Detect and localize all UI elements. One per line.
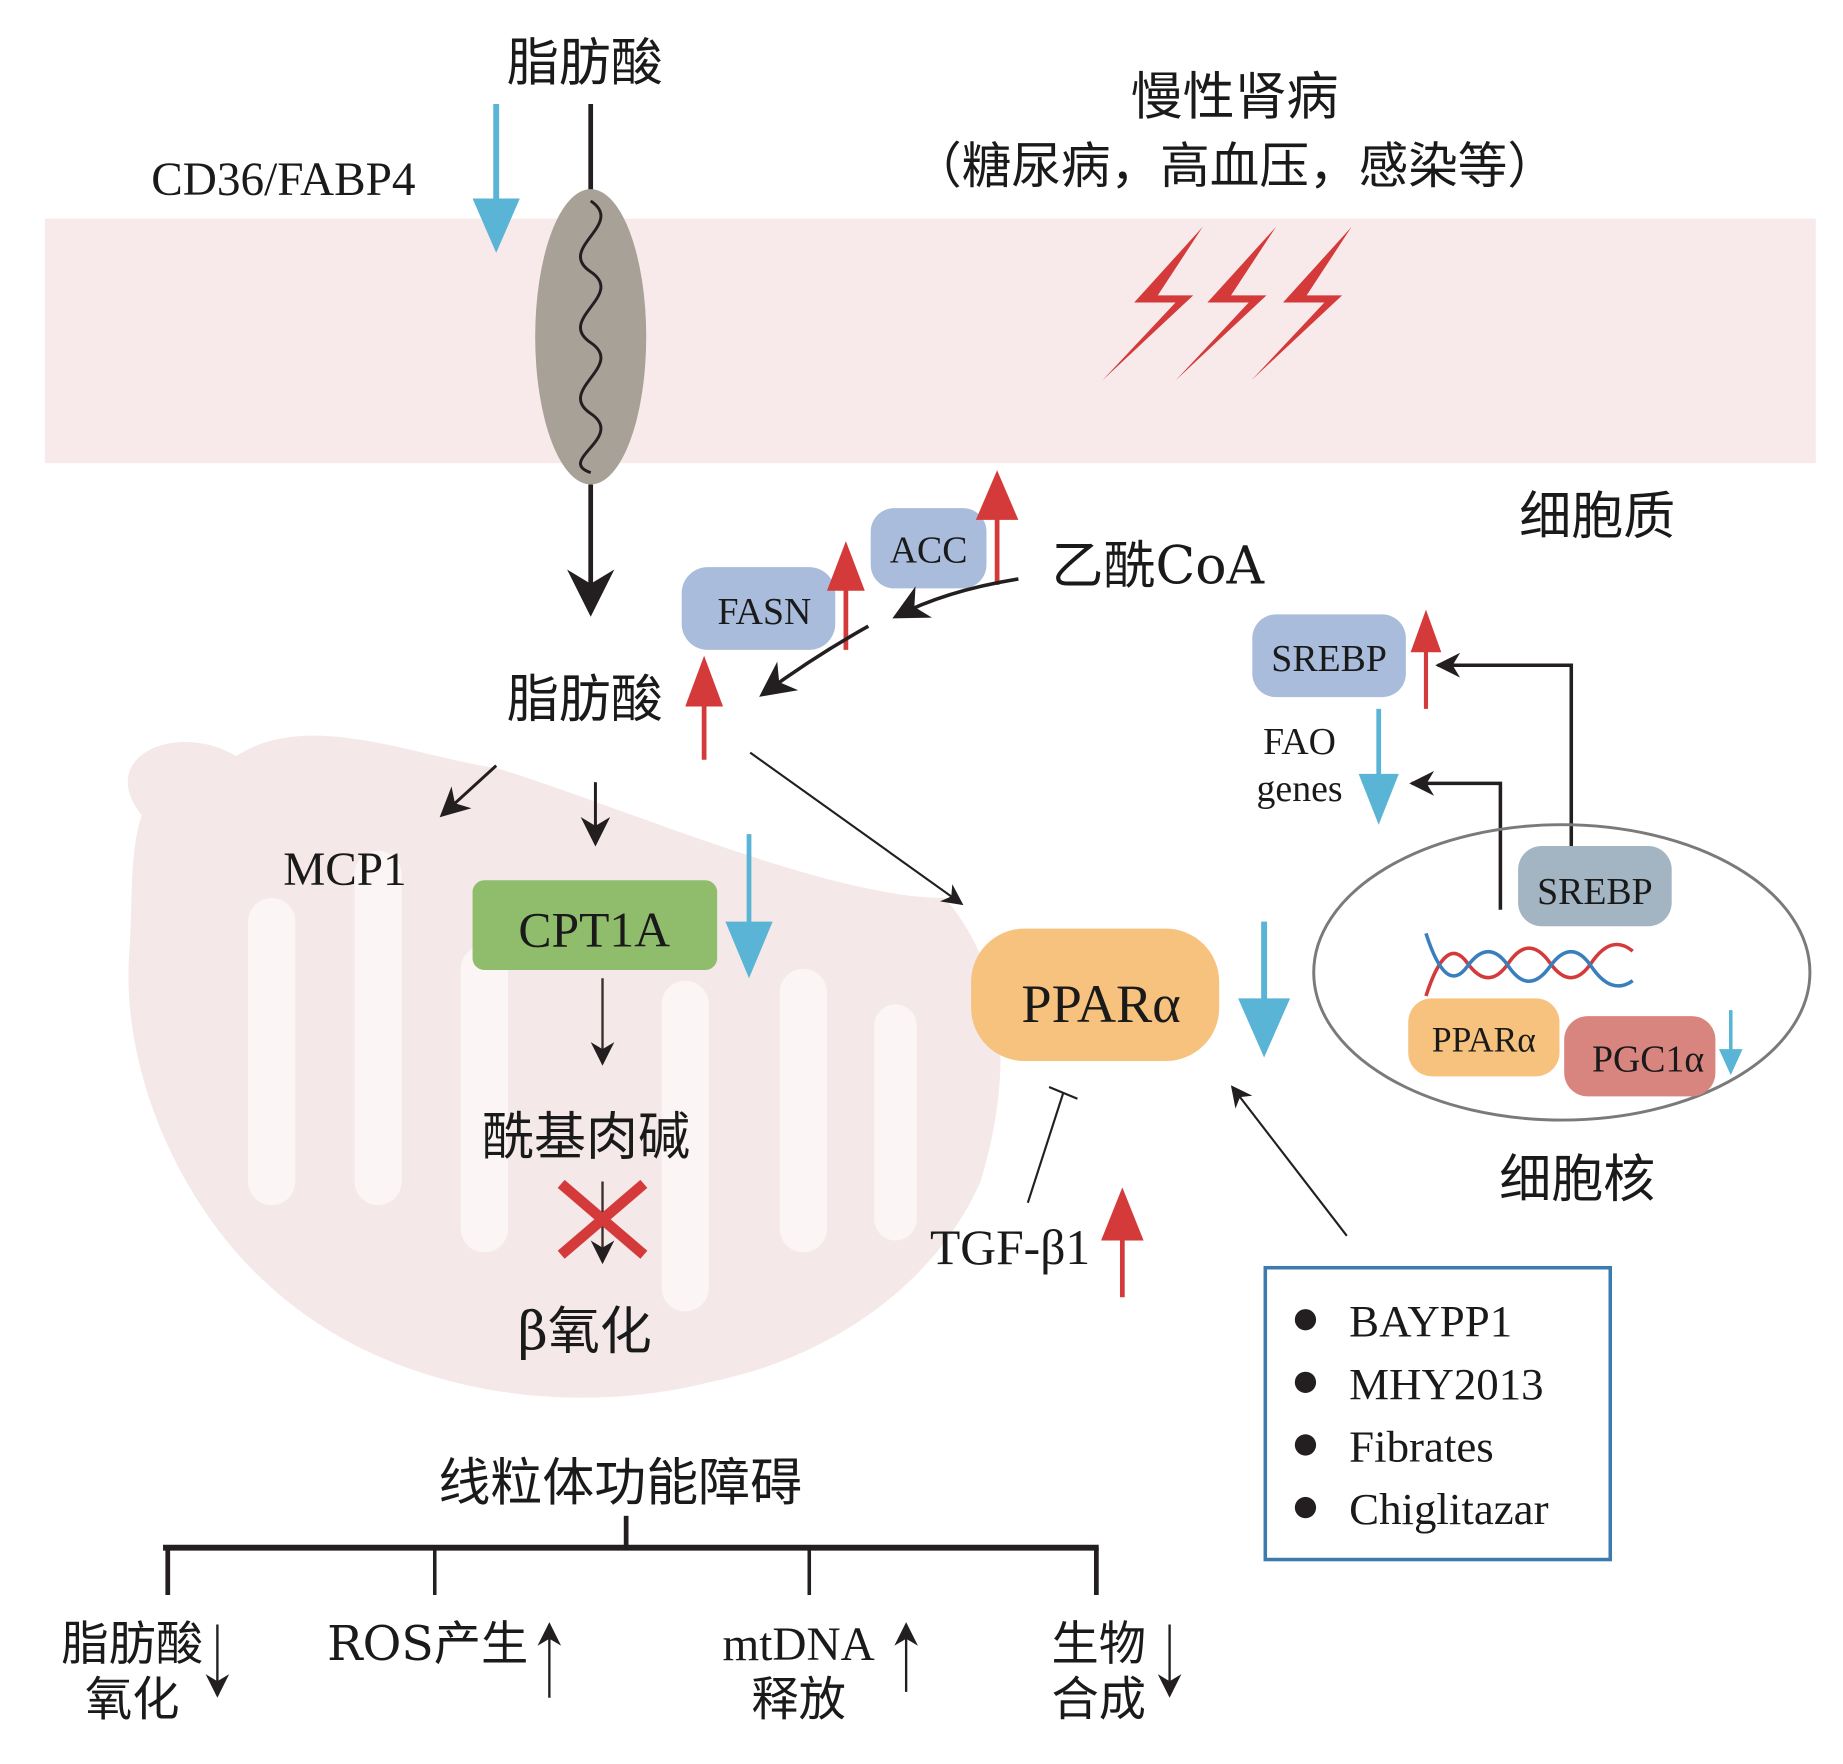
branch-line1: mtDNA [723, 1619, 875, 1671]
fatty-acid-to-ppara-arrow [749, 751, 964, 906]
dysfunction-branch-ros: ROS产生 [327, 1617, 562, 1698]
acc-label: ACC [890, 529, 968, 571]
fasn-to-fatty-acid-arrow [759, 624, 870, 697]
cpt1a-box [472, 880, 718, 971]
drug-item: Fibrates [1349, 1421, 1494, 1471]
tgf-inhibition-line [1026, 1085, 1078, 1204]
mcp1-label: MCP1 [283, 844, 406, 896]
branch-line2: 释放 [751, 1672, 846, 1727]
nucleus-pgc1a-box [1564, 1016, 1716, 1097]
nucleus-shape [1312, 823, 1812, 1122]
drug-bullet [1294, 1371, 1317, 1393]
acetyl-coa-to-fasn-arrow [892, 577, 1019, 619]
drug-item: BAYPP1 [1349, 1296, 1512, 1346]
transporter-label: CD36/FABP4 [151, 154, 415, 206]
nucleus-pgc1a-label: PGC1α [1592, 1039, 1704, 1081]
nucleus-ppara-label: PPARα [1432, 1020, 1536, 1060]
drug-item: Chiglitazar [1349, 1484, 1548, 1534]
cpt1a-label: CPT1A [518, 902, 670, 957]
nucleus-ppara-box [1408, 998, 1560, 1077]
branch-line1: 脂肪酸 [61, 1617, 203, 1672]
fao-genes-line2: genes [1257, 768, 1343, 810]
branch-line2: 氧化 [85, 1672, 180, 1727]
drug-list: BAYPP1 MHY2013 Fibrates Chiglitazar [1294, 1296, 1549, 1534]
ckd-title: 慢性肾病 [1131, 68, 1339, 128]
fasn-up-arrow-icon [826, 541, 865, 650]
srebp-cyto-box [1252, 614, 1406, 698]
acc-box [870, 508, 987, 589]
acc-up-arrow-icon [975, 470, 1019, 585]
fatty-acid-extracellular-label: 脂肪酸 [507, 33, 663, 93]
drug-bullet [1294, 1496, 1317, 1519]
branch-line1: ROS产生 [327, 1617, 528, 1672]
dysfunction-branch-fao: 脂肪酸 氧化 [61, 1617, 230, 1727]
fatty-acid-up-arrow-icon [685, 655, 724, 760]
fao-genes-down-arrow-icon [1358, 708, 1399, 825]
fao-genes-line1: FAO [1263, 721, 1336, 763]
fatty-acid-to-mcp1-arrow [439, 764, 498, 818]
fasn-label: FASN [717, 591, 811, 633]
dysfunction-branch-biogenesis: 生物 合成 [1051, 1617, 1182, 1727]
srebp-cyto-label: SREBP [1271, 638, 1387, 680]
mitochondrion-cristae [248, 850, 917, 1312]
acylcarnitine-label: 酰基肉碱 [482, 1107, 690, 1167]
drug-item: MHY2013 [1349, 1359, 1543, 1409]
ppara-down-arrow-icon [1238, 921, 1291, 1058]
tgf-label: TGF-β1 [930, 1220, 1090, 1275]
ckd-causes: （糖尿病，高血压，感染等） [912, 137, 1557, 195]
dysfunction-tree [163, 1515, 1099, 1595]
branch-line1: 生物 [1051, 1617, 1146, 1672]
nucleus-to-fao-genes-arrow [1409, 770, 1503, 910]
nucleus-to-srebp-arrow [1435, 652, 1574, 872]
branch-line2: 合成 [1051, 1672, 1146, 1727]
cytoplasm-label: 细胞质 [1519, 487, 1675, 547]
drug-list-box [1263, 1265, 1613, 1562]
nucleus-label: 细胞核 [1499, 1150, 1655, 1210]
transporter-coil [579, 199, 603, 475]
pgc1a-down-arrow-icon [1718, 1010, 1743, 1076]
drug-bullet [1294, 1434, 1317, 1456]
srebp-up-arrow-icon [1410, 609, 1442, 709]
dysfunction-title: 线粒体功能障碍 [438, 1453, 802, 1513]
transporter-icon [535, 189, 647, 485]
dna-helix-icon [1424, 932, 1634, 997]
ppara-box [971, 928, 1220, 1061]
fatty-acid-intracellular-label: 脂肪酸 [507, 670, 663, 730]
ppara-label: PPARα [1021, 974, 1180, 1034]
beta-oxidation-label: β氧化 [518, 1302, 652, 1362]
lightning-icon [1102, 226, 1352, 381]
blocked-x-icon [557, 1179, 648, 1259]
drug-bullet [1294, 1309, 1317, 1331]
drugs-to-ppara-arrow [1230, 1085, 1348, 1237]
cell-membrane [44, 218, 1816, 464]
cpt1a-down-arrow-icon [725, 834, 773, 979]
nucleus-srebp-box [1518, 845, 1672, 927]
acetyl-coa-label: 乙酰CoA [1052, 537, 1266, 597]
tgf-up-arrow-icon [1101, 1187, 1144, 1298]
transporter-down-arrow-icon [472, 104, 520, 253]
fasn-box [681, 567, 836, 650]
nucleus-srebp-label: SREBP [1537, 871, 1653, 913]
dysfunction-branch-mtdna: mtDNA 释放 [723, 1619, 918, 1727]
